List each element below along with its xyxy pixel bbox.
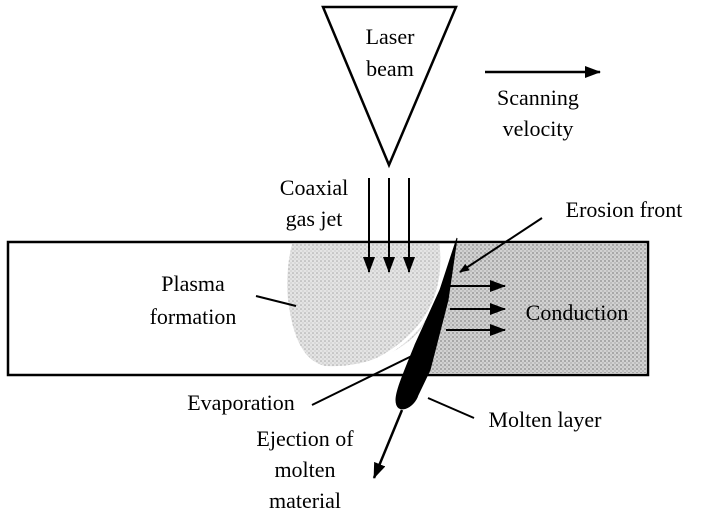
label-coaxial: Coaxial xyxy=(280,175,348,200)
label-gas-jet: gas jet xyxy=(286,206,343,231)
label-laser: Laser xyxy=(366,24,416,49)
hatched-material-region xyxy=(415,244,646,373)
erosion-front-leader xyxy=(459,217,543,273)
laser-beam-cone xyxy=(321,5,458,169)
label-erosion-front: Erosion front xyxy=(566,197,683,222)
label-beam: beam xyxy=(366,56,414,81)
erosion-front-curve xyxy=(299,243,444,372)
label-ejection-of: Ejection of xyxy=(256,426,354,451)
plasma-formation-leader xyxy=(255,295,297,307)
label-molten: molten xyxy=(274,457,335,482)
plasma-region xyxy=(287,244,443,367)
evaporation-leader xyxy=(311,349,425,406)
label-scanning: Scanning xyxy=(497,85,579,110)
label-formation: formation xyxy=(150,304,237,329)
label-evaporation: Evaporation xyxy=(187,390,295,415)
label-conduction: Conduction xyxy=(526,300,629,325)
molten-layer-leader xyxy=(427,397,475,419)
label-plasma: Plasma xyxy=(161,271,225,296)
label-material: material xyxy=(269,488,341,513)
label-velocity: velocity xyxy=(503,116,574,141)
ejection-arrow xyxy=(372,409,404,479)
label-molten-layer: Molten layer xyxy=(488,407,602,432)
